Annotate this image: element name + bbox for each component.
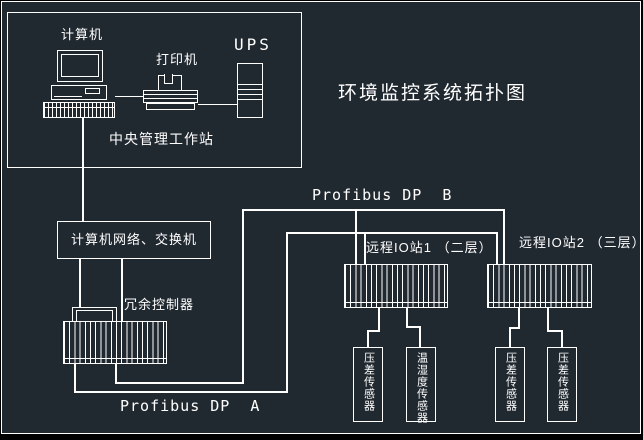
- station2-rack-icon: [487, 264, 592, 308]
- sensor-box-4: 压差传感器: [547, 347, 577, 422]
- ups-line-icon: [237, 99, 263, 100]
- printer-paper-slot-icon: [164, 74, 173, 84]
- switch-controller-line-1: [79, 259, 81, 308]
- bus-a-lower-run: [74, 391, 288, 393]
- bus-b-top-run: [242, 209, 505, 211]
- printer-body-icon: [143, 90, 198, 103]
- sensor3-line: [509, 327, 511, 347]
- controller-label: 冗余控制器: [124, 297, 195, 312]
- workstation-box: [7, 12, 302, 168]
- sensor-box-1: 压差传感器: [353, 347, 383, 422]
- sensor-box-3-label: 压差传感器: [504, 352, 517, 412]
- printer-line-icon: [143, 94, 198, 95]
- computer-printer-line: [115, 96, 143, 97]
- switch-box: 计算机网络、交换机: [57, 221, 211, 259]
- station1-rack-icon: [344, 264, 448, 308]
- sensor-box-2-label: 温湿度传感器: [415, 352, 428, 424]
- ups-label: UPS: [234, 35, 272, 54]
- sensor-box-3: 压差传感器: [495, 347, 525, 422]
- ups-line-icon: [237, 89, 263, 90]
- ups-line-icon: [237, 84, 263, 85]
- sensor4-line: [547, 308, 549, 332]
- bus-a-mid-run: [286, 232, 498, 234]
- monitor-screen-icon: [61, 54, 99, 77]
- vent-line-icon: [54, 96, 82, 97]
- profibus-b-label: Profibus DP B: [312, 186, 453, 204]
- printer-line-icon: [143, 98, 198, 99]
- sensor4-line: [561, 330, 563, 347]
- ups-icon: [237, 63, 263, 118]
- sensor3-line: [509, 327, 520, 329]
- ups-line-icon: [237, 94, 263, 95]
- sensor2-line: [406, 308, 408, 328]
- sensor4-line: [547, 330, 563, 332]
- switch-controller-line-2: [121, 259, 123, 322]
- printer-ups-line: [198, 104, 237, 105]
- sensor1-line: [378, 308, 380, 332]
- floppy-slot-icon: [85, 88, 100, 94]
- sensor-box-4-label: 压差传感器: [556, 352, 569, 412]
- bus-b-drop-station2: [503, 209, 505, 264]
- bus-b-riser: [242, 209, 244, 384]
- sensor2-line: [419, 326, 421, 347]
- bus-a-drop-station2: [496, 232, 498, 264]
- switch-label: 计算机网络、交换机: [70, 231, 197, 247]
- bus-b-lower-run: [115, 382, 244, 384]
- sensor3-line: [518, 308, 520, 329]
- computer-label: 计算机: [61, 27, 104, 42]
- system-unit-icon: [51, 85, 107, 100]
- station2-label: 远程IO站2 （三层）: [519, 235, 643, 250]
- printer-label: 打印机: [156, 52, 199, 67]
- controller-rack-icon: [63, 321, 167, 364]
- keyboard-icon: [43, 102, 115, 118]
- sensor-box-1-label: 压差传感器: [362, 352, 375, 412]
- page-title: 环境监控系统拓扑图: [338, 83, 528, 104]
- workstation-caption: 中央管理工作站: [109, 131, 214, 147]
- bus-b-drop-station1: [355, 209, 357, 264]
- sensor2-line: [406, 326, 421, 328]
- bus-a-controller-port: [74, 364, 76, 393]
- sensor-box-2: 温湿度传感器: [406, 347, 436, 424]
- station1-label: 远程IO站1 （二层）: [366, 240, 493, 255]
- bus-a-drop-station1: [364, 232, 366, 264]
- sensor1-line: [367, 330, 369, 347]
- monitor-icon: [57, 50, 103, 82]
- profibus-a-label: Profibus DP A: [120, 397, 261, 415]
- bus-a-riser: [286, 232, 288, 393]
- bus-b-controller-port: [115, 364, 117, 384]
- sensor1-line: [367, 330, 380, 332]
- computer-switch-line: [82, 118, 84, 221]
- printer-tray-icon: [146, 103, 195, 110]
